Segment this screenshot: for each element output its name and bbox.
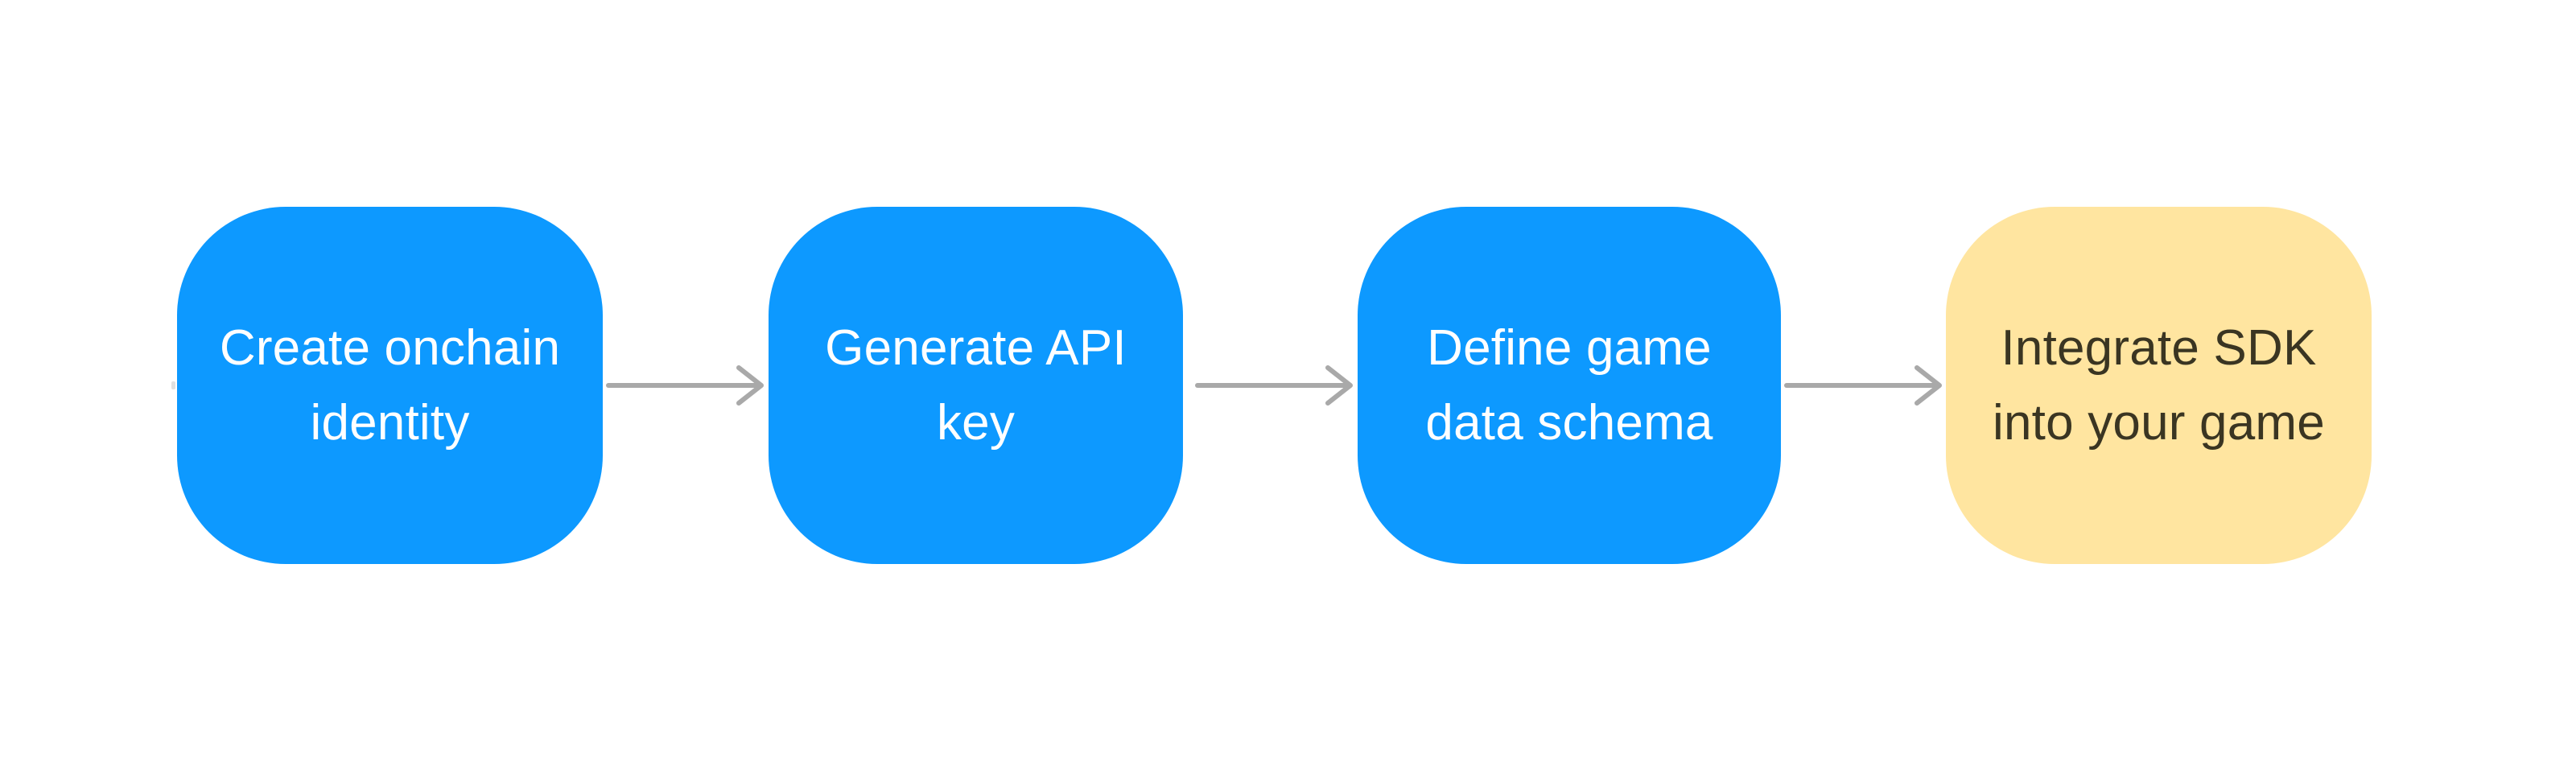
node-label: Integrate SDK into your game [1993, 320, 2325, 451]
connector-arrow-2[interactable] [1194, 360, 1355, 411]
node-define-game-data-schema[interactable]: Define game data schema [1358, 207, 1781, 564]
connector-arrow-1[interactable] [605, 360, 766, 411]
node-create-onchain-identity[interactable]: Create onchain identity [177, 207, 603, 564]
connector-arrow-3[interactable] [1783, 360, 1944, 411]
clipped-connector-stub [171, 381, 175, 389]
arrowhead-icon [1914, 365, 1942, 406]
node-integrate-sdk-into-your-game[interactable]: Integrate SDK into your game [1946, 207, 2372, 564]
node-label: Define game data schema [1425, 320, 1713, 451]
node-label: Create onchain identity [219, 320, 561, 451]
arrowhead-icon [1325, 365, 1353, 406]
node-generate-api-key[interactable]: Generate API key [769, 207, 1183, 564]
node-label: Generate API key [825, 320, 1127, 451]
arrowhead-icon [736, 365, 764, 406]
